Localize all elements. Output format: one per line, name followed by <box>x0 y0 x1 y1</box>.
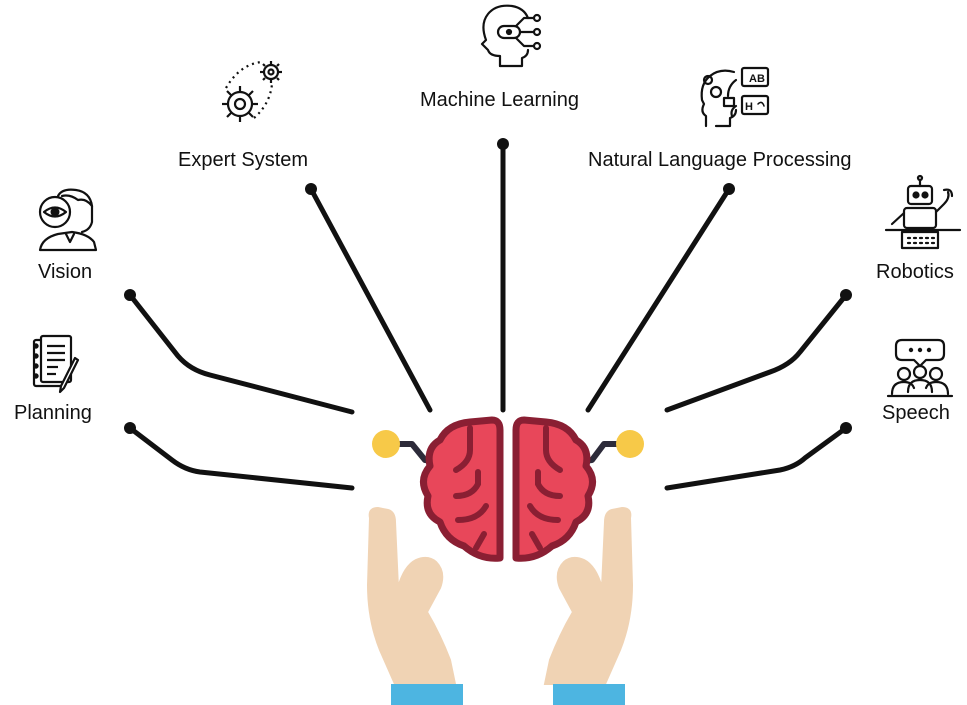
left-cuff <box>391 684 463 705</box>
svg-text:AB: AB <box>749 73 765 85</box>
connector-dot-planning <box>124 422 136 434</box>
connector-planning <box>127 425 355 491</box>
connector-dot-expert-system <box>305 183 317 195</box>
connector-dot-robotics <box>840 289 852 301</box>
head-circuit-icon <box>480 4 542 68</box>
label-speech: Speech <box>882 402 950 424</box>
head-translation-icon: AB H <box>700 66 770 128</box>
gears-icon <box>222 60 282 122</box>
left-hand <box>366 506 463 705</box>
connector-dot-vision <box>124 289 136 301</box>
person-eye-icon <box>38 188 98 252</box>
connector-robotics <box>664 292 849 413</box>
label-robotics: Robotics <box>876 261 954 283</box>
label-planning: Planning <box>14 402 92 424</box>
group-chat-icon <box>886 338 954 398</box>
svg-text:H: H <box>745 101 753 113</box>
connector-nlp <box>585 186 732 413</box>
connector-vision <box>127 292 355 415</box>
connector-dot-machine-learning <box>497 138 509 150</box>
checklist-pencil-icon <box>32 334 80 394</box>
brain-right-hemisphere <box>512 416 596 562</box>
connector-dot-nlp <box>723 183 735 195</box>
brain-left-hemisphere <box>420 416 504 562</box>
label-nlp: Natural Language Processing <box>588 149 852 171</box>
connector-dot-speech <box>840 422 852 434</box>
label-vision: Vision <box>38 261 93 283</box>
connector-speech <box>664 425 849 491</box>
label-expert-system: Expert System <box>178 149 309 171</box>
robot-icon <box>884 174 962 250</box>
connector-expert-system <box>308 186 433 413</box>
label-machine-learning: Machine Learning <box>420 89 579 111</box>
right-cuff <box>553 684 625 705</box>
right-hand <box>543 506 634 705</box>
